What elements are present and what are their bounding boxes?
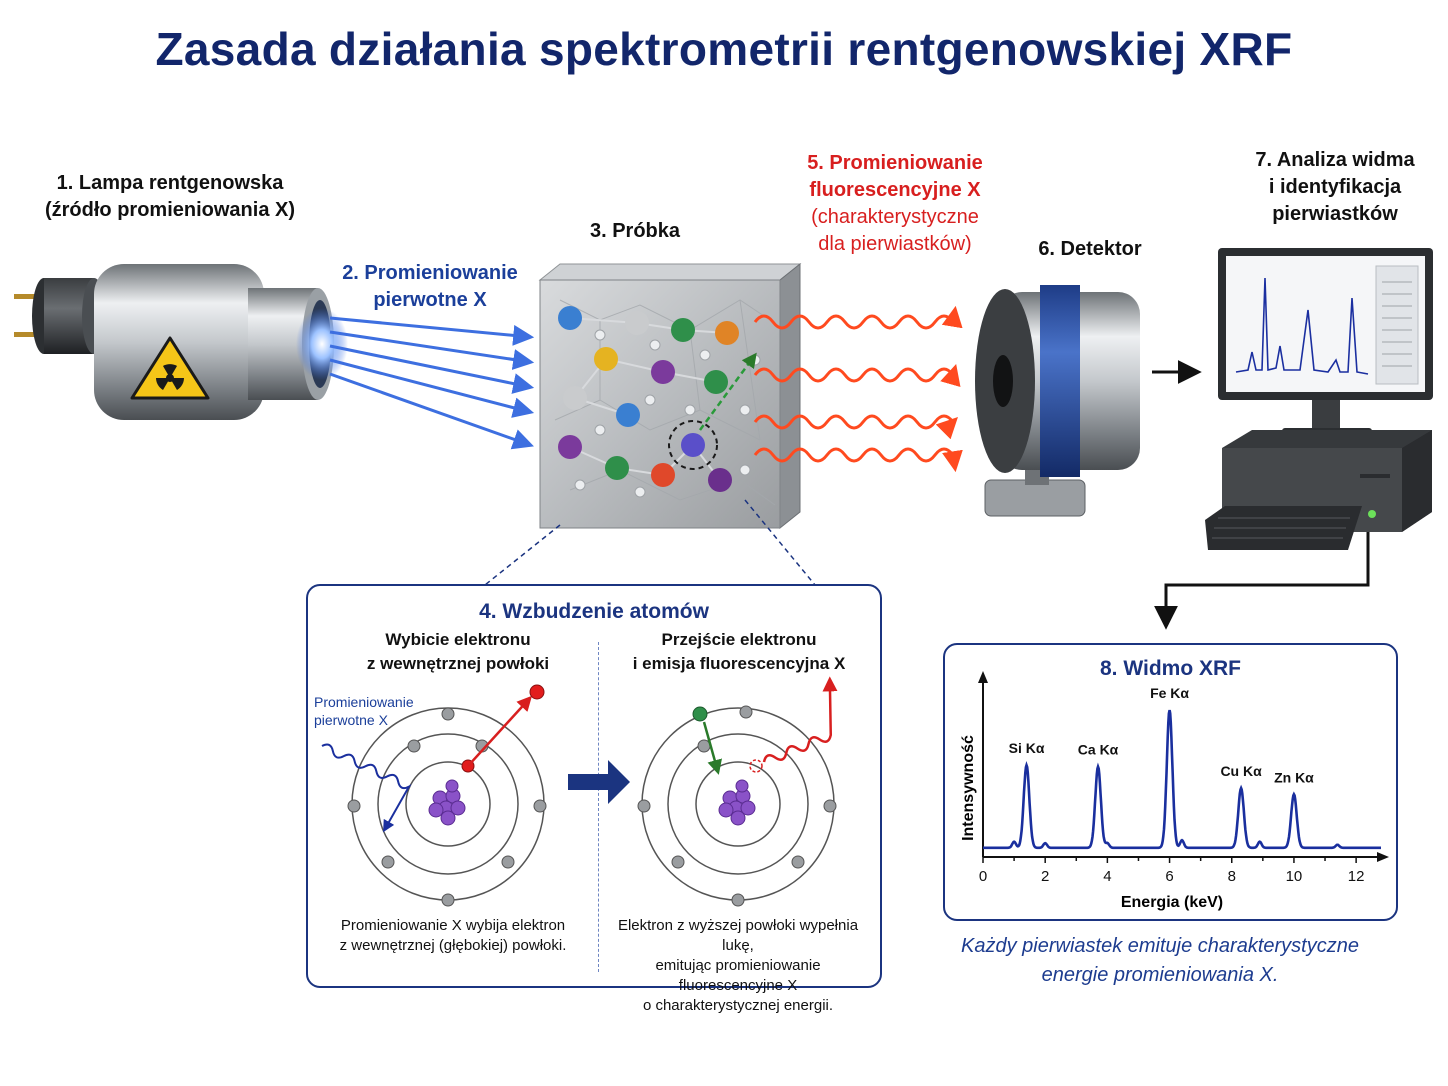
spectrum-chart: 0 2 4 6 8 10 12 Si Kα Ca Kα Fe Kα Cu Kα Zn Kα Inte… [960, 671, 1389, 911]
analysis-label-line2: i identyfikacja [1268, 176, 1402, 198]
spectrum-axes: 0 2 4 6 8 10 12 [978, 671, 1389, 885]
tube-label: 1. Lampa rentgenowska (źródło promieniow… [10, 170, 330, 224]
fluor-label-line3: (charakterystyczne [811, 206, 979, 228]
fluor-label-line4: dla pierwiastków) [818, 233, 972, 255]
primary-label-line2: pierwotne X [373, 289, 487, 311]
y-axis-arrow [978, 671, 988, 683]
right-heading-line2: i emisja fluorescencyjna X [632, 654, 846, 673]
right-desc-line3: o charakterystycznej energii. [642, 997, 834, 1014]
excitation-title: 4. Wzbudzenie atomów [479, 600, 709, 623]
x-tick-label: 6 [1165, 868, 1173, 885]
incoming-label-line2: pierwotne X [314, 712, 388, 728]
peak-label: Ca Kα [1078, 742, 1119, 758]
zoom-connector-right [744, 499, 816, 586]
peak-label: Si Kα [1009, 740, 1045, 756]
right-heading: Przejście elektronu i emisja fluorescenc… [608, 628, 870, 676]
atom-right [637, 676, 838, 907]
spectrum-line [983, 709, 1381, 850]
excitation-panel: 4. Wzbudzenie atomów Wybicie elektronu z… [306, 584, 882, 1014]
tube-label-line1: 1. Lampa rentgenowska [56, 172, 284, 194]
panel-divider [598, 642, 599, 972]
atom-left [321, 684, 547, 907]
caption-line2: energie promieniowania X. [1041, 964, 1279, 986]
incoming-label-line1: Promieniowanie [314, 694, 414, 710]
peak-label: Zn Kα [1274, 769, 1314, 785]
sample-label: 3. Próbka [589, 220, 681, 242]
left-heading-line2: z wewnętrznej powłoki [366, 654, 550, 673]
spectrum-title: 8. Widmo XRF [1100, 657, 1241, 680]
fluor-label-line1: 5. Promieniowanie [807, 152, 983, 174]
zoom-connector-left [484, 524, 561, 586]
right-desc-line1: Elektron z wyższej powłoki wypełnia lukę… [617, 917, 859, 954]
radiation-warning-icon [130, 336, 210, 400]
right-description: Elektron z wyższej powłoki wypełnia lukę… [602, 916, 874, 1016]
left-heading-line1: Wybicie elektronu [385, 630, 531, 649]
peak-label: Cu Kα [1220, 763, 1262, 779]
primary-beams [329, 316, 535, 450]
x-axis-label: Energia (keV) [1121, 894, 1223, 911]
sample-block [538, 262, 802, 530]
analysis-label-line1: 7. Analiza widma [1255, 149, 1415, 171]
detector-label: 6. Detektor [1038, 238, 1142, 260]
computer [1205, 248, 1433, 550]
peak-labels: Si Kα Ca Kα Fe Kα Cu Kα Zn Kα [1009, 685, 1315, 785]
fluorescence-waves [753, 305, 963, 473]
left-description: Promieniowanie X wybija elektron z wewnę… [322, 916, 584, 956]
right-desc-line2: emitując promieniowanie fluorescencyjne … [655, 957, 821, 994]
detector [975, 285, 1140, 517]
page-title: Zasada działania spektrometrii rentgenow… [155, 23, 1293, 75]
x-tick-label: 10 [1286, 868, 1303, 885]
primary-beam-label: 2. Promieniowanie pierwotne X [320, 260, 540, 314]
x-tick-label: 2 [1041, 868, 1049, 885]
x-tick-label: 12 [1348, 868, 1365, 885]
left-desc-line2: z wewnętrznej (głębokiej) powłoki. [339, 937, 567, 954]
analysis-label-line3: pierwiastków [1272, 203, 1398, 225]
atom-diagrams [321, 676, 838, 907]
tube-label-line2: (źródło promieniowania X) [44, 199, 295, 221]
x-tick-label: 8 [1228, 868, 1236, 885]
analysis-label: 7. Analiza widma i identyfikacja pierwia… [1210, 147, 1448, 228]
transition-arrow-icon [568, 760, 630, 804]
spectrum-panel: 8. Widmo XRF 0 2 4 6 8 10 12 Si Kα Ca Kα Fe Kα Cu… [943, 643, 1398, 921]
primary-label-line1: 2. Promieniowanie [342, 262, 518, 284]
arrow-down-icon [1154, 532, 1370, 630]
y-axis-label: Intensywność [960, 735, 977, 841]
fluor-label-line2: fluorescencyjne X [809, 179, 981, 201]
x-axis-arrow [1377, 852, 1389, 862]
fluorescence-label: 5. Promieniowanie fluorescencyjne X (cha… [775, 150, 1015, 258]
x-tick-label: 4 [1103, 868, 1111, 885]
right-heading-line1: Przejście elektronu [661, 630, 817, 649]
caption-line1: Każdy pierwiastek emituje charakterystyc… [961, 935, 1359, 957]
peak-label: Fe Kα [1150, 685, 1189, 701]
x-tick-label: 0 [979, 868, 987, 885]
spectrum-caption: Każdy pierwiastek emituje charakterystyc… [925, 932, 1395, 990]
left-heading: Wybicie elektronu z wewnętrznej powłoki [328, 628, 588, 676]
xray-tube [14, 264, 348, 420]
left-desc-line1: Promieniowanie X wybija elektron [340, 917, 566, 934]
incoming-ray-label: Promieniowanie pierwotne X [314, 693, 434, 729]
